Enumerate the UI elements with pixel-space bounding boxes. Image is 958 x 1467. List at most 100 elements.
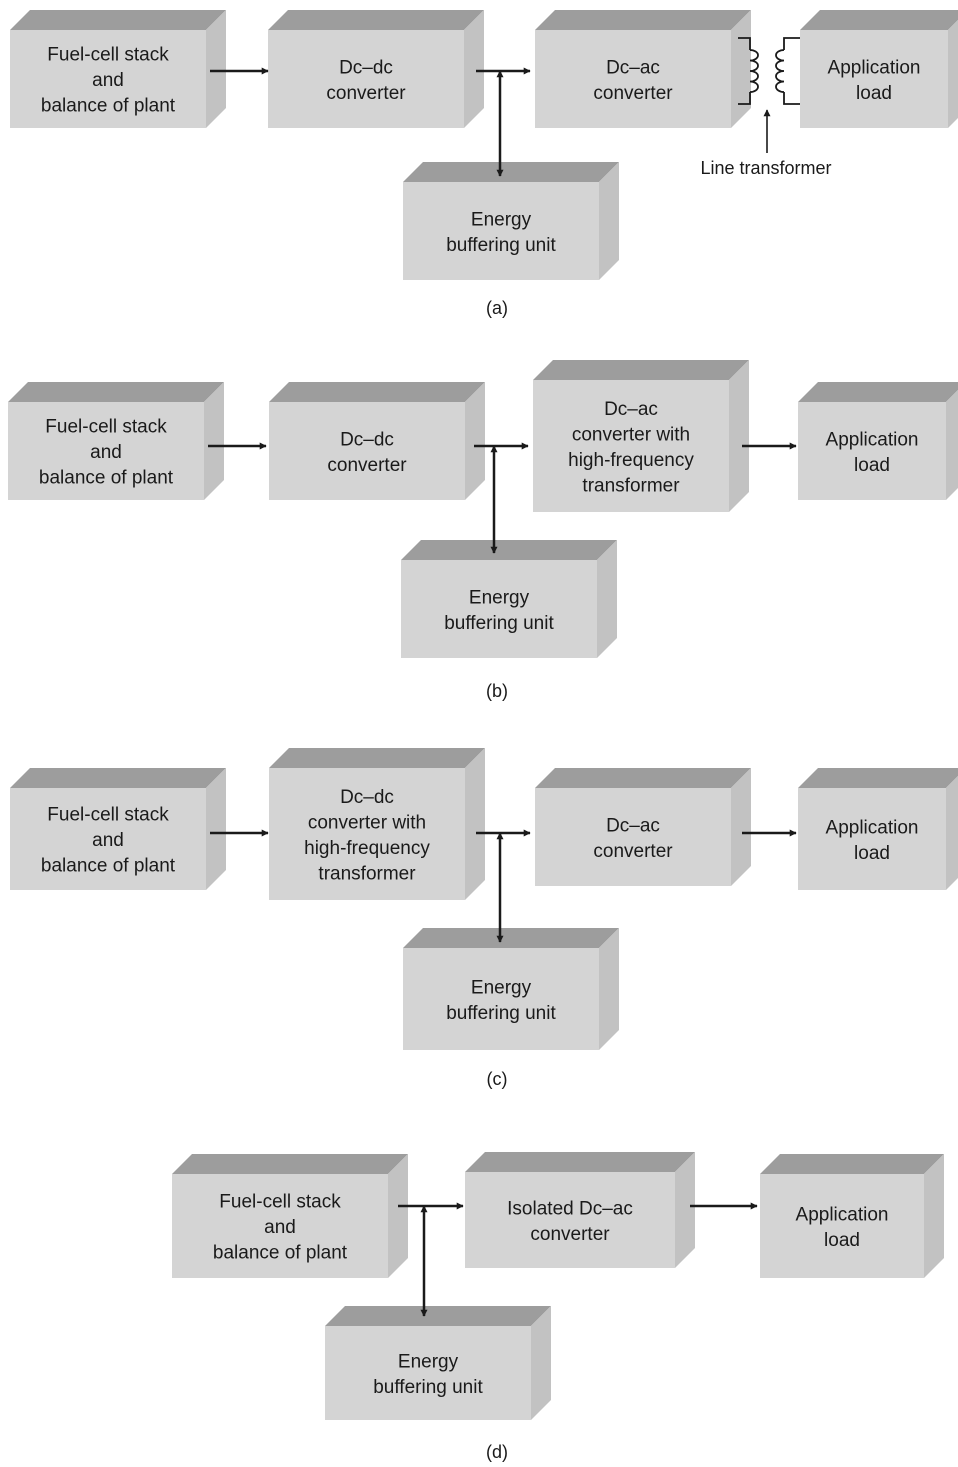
panel-c-caption: (c) [487,1069,508,1089]
panel-c-dcac-block-label-line: converter [593,841,673,862]
panel-a-dcdc-block [268,10,484,128]
panel-c-fuel-cell-block-label-line: Fuel-cell stack [47,805,169,826]
panel-b-fuel-cell-block-label-line: balance of plant [39,468,174,489]
panel-b-buffer-block [401,540,617,658]
panel-a-dcac-block-side-face [731,10,751,128]
panel-d-dcac-block-label-line: converter [530,1224,610,1245]
panel-b-dcdc-block-side-face [465,382,485,500]
panel-b-dcac-block [533,360,749,512]
panel-c-load-block-front-face [798,788,946,890]
panel-a-fuel-cell-block-side-face [206,10,226,128]
panel-c-load-block-side-face [946,776,958,890]
panel-b-dcac-block-front-face [533,380,729,512]
line-transformer-icon [738,37,800,153]
panel-c-fuel-cell-block [10,768,226,890]
panel-a-load-block-front-face [800,30,948,128]
panel-c-dcdc-block-label-line: high-frequency [304,838,430,859]
panel-b-fuel-cell-block-label-line: Fuel-cell stack [45,417,167,438]
panel-c-fuel-cell-block-label-line: and [92,830,124,851]
panel-b-fuel-cell-block-label-line: and [90,442,122,463]
panel-b-buffer-block-side-face [597,540,617,658]
panel-d-fuel-cell-block-front-face [172,1174,388,1278]
panel-b-fuel-cell-block-side-face [204,382,224,500]
panel-a-fuel-cell-block-label-line: balance of plant [41,96,176,117]
panel-a-load-block-top-face [800,10,958,30]
panel-b-dcdc-block-label-line: converter [327,455,407,476]
panel-a-fuel-cell-block-label-line: and [92,70,124,91]
panel-c-dcac-block-side-face [731,768,751,886]
panel-a-load-block-label-line: Application [828,57,921,78]
panel-a-dcac-block-front-face [535,30,731,128]
panel-a-dcdc-block-side-face [464,10,484,128]
panel-b-dcac-block-label-line: transformer [582,475,680,496]
panel-d-fuel-cell-block-label-line: Fuel-cell stack [219,1192,341,1213]
panel-a-buffer-block-label-line: Energy [471,209,532,230]
panel-d-dcac-block-top-face [465,1152,695,1172]
panel-a-load-block-label-line: load [856,83,892,104]
panel-b-fuel-cell-block-top-face [8,382,224,402]
panel-b-load-block-front-face [798,402,946,500]
panel-d-buffer-block-front-face [325,1326,531,1420]
panel-c-dcdc-block-label-line: converter with [308,812,426,833]
panel-b-load-block [798,382,958,500]
panel-c-buffer-block-front-face [403,948,599,1050]
panel-c-fuel-cell-block-top-face [10,768,226,788]
panel-a-dcac-block-label-line: converter [593,83,673,104]
panel-d-fuel-cell-block-label-line: and [264,1217,296,1238]
panel-a-fuel-cell-block-top-face [10,10,226,30]
panel-b-fuel-cell-block [8,382,224,500]
panel-b-dcdc-block-front-face [269,402,465,500]
panel-b-dcac-block-top-face [533,360,749,380]
panel-b-load-block-top-face [798,382,958,402]
panel-b-dcac-block-side-face [729,360,749,512]
panel-b-buffer-block-label-line: Energy [469,587,530,608]
panel-a-buffer-block [403,162,619,280]
panel-c-fuel-cell-block-front-face [10,788,206,890]
panel-a-load-block-side-face [948,20,958,128]
panel-c-dcdc-block-label-line: transformer [318,863,416,884]
panel-c-dcdc-block-top-face [269,748,485,768]
panel-d-load-block-top-face [760,1154,944,1174]
panel-a-dcdc-block-label-line: Dc–dc [339,57,393,78]
panel-d-buffer-block-top-face [325,1306,551,1326]
panel-b-dcac-block-label-line: converter with [572,424,690,445]
panel-b-dcac-block-label-line: Dc–ac [604,399,658,420]
panel-c-dcdc-block-label-line: Dc–dc [340,787,394,808]
panel-c-dcac-block-front-face [535,788,731,886]
panel-d-load-block-side-face [924,1154,944,1278]
panel-c-load-block-label-line: Application [826,817,919,838]
panel-b-caption: (b) [486,681,508,701]
panel-a-load-block [800,10,958,128]
panel-d-load-block [760,1154,944,1278]
panel-a-dcdc-block-front-face [268,30,464,128]
panel-d-load-block-label-line: Application [796,1204,889,1225]
panel-b-dcac-block-label-line: high-frequency [568,450,694,471]
panel-d-dcac-block-front-face [465,1172,675,1268]
panel-a-fuel-cell-block-front-face [10,30,206,128]
panel-b-dcdc-block-top-face [269,382,485,402]
panel-a-caption: (a) [486,298,508,318]
panel-c-buffer-block [403,928,619,1050]
panel-b-load-block-label-line: load [854,455,890,476]
panel-d-dcac-block-side-face [675,1152,695,1268]
line-transformer-label: Line transformer [700,158,831,178]
panel-b-load-block-label-line: Application [826,429,919,450]
panel-d-load-block-front-face [760,1174,924,1278]
panel-c-dcdc-block-front-face [269,768,465,900]
panel-c-buffer-block-label-line: Energy [471,977,532,998]
panel-c-dcac-block-top-face [535,768,751,788]
panel-d-load-block-label-line: load [824,1230,860,1251]
panel-c-load-block-top-face [798,768,958,788]
panel-d-caption: (d) [486,1442,508,1462]
panel-b-load-block-side-face [946,390,958,500]
panel-d-fuel-cell-block [172,1154,408,1278]
panel-c-buffer-block-side-face [599,928,619,1050]
panel-a-buffer-block-label-line: buffering unit [446,235,556,256]
panel-a-dcdc-block-label-line: converter [326,83,406,104]
panel-b-dcdc-block-label-line: Dc–dc [340,429,394,450]
panel-a-dcac-block-top-face [535,10,751,30]
panel-a-buffer-block-top-face [403,162,619,182]
panel-d-buffer-block [325,1306,551,1420]
panel-b-dcdc-block [269,382,485,500]
